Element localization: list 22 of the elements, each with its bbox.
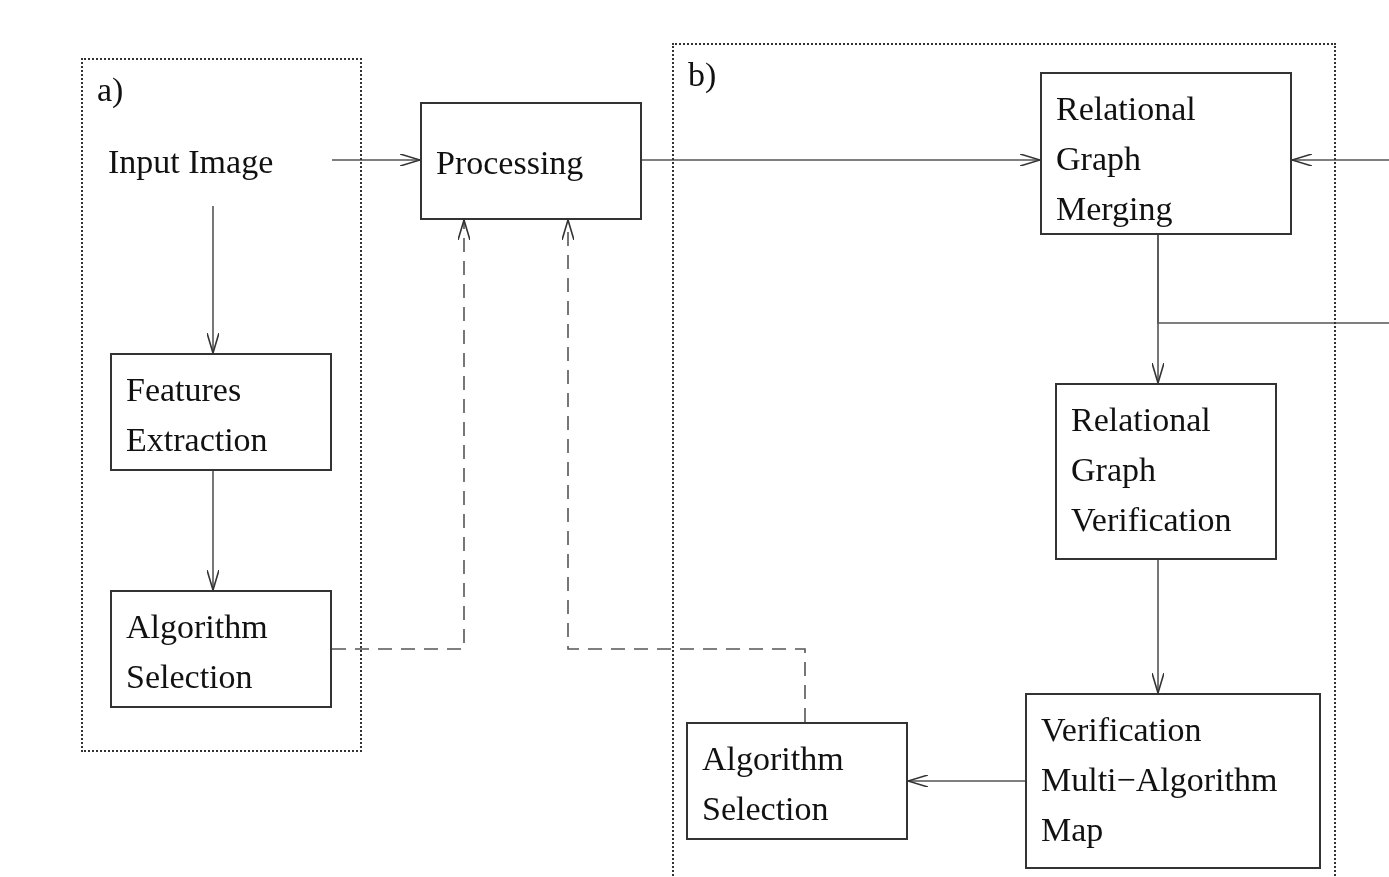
panel-label: a): [97, 72, 124, 108]
process-box: Algorithm Selection: [686, 722, 908, 840]
process-box: Algorithm Selection: [110, 590, 332, 708]
process-box: Verification Multi−Algorithm Map: [1025, 693, 1321, 869]
arrow: [206, 470, 220, 591]
process-box: Relational Graph Merging: [1040, 72, 1292, 235]
connector-line: [1157, 234, 1389, 324]
arrow: [206, 205, 220, 354]
process-box: Relational Graph Verification: [1055, 383, 1277, 560]
dashed-arrow: [561, 219, 806, 723]
text-label: Input Image: [108, 142, 274, 182]
dotted-group-frame: [81, 58, 362, 752]
process-box: Processing: [420, 102, 642, 220]
arrow: [1291, 153, 1389, 167]
dashed-arrow: [331, 219, 471, 650]
arrow: [1151, 559, 1165, 694]
panel-label: b): [688, 57, 717, 93]
arrow: [641, 153, 1041, 167]
dotted-group-frame: [672, 43, 1336, 877]
arrow: [907, 774, 1026, 788]
arrow: [331, 153, 421, 167]
process-box: Features Extraction: [110, 353, 332, 471]
